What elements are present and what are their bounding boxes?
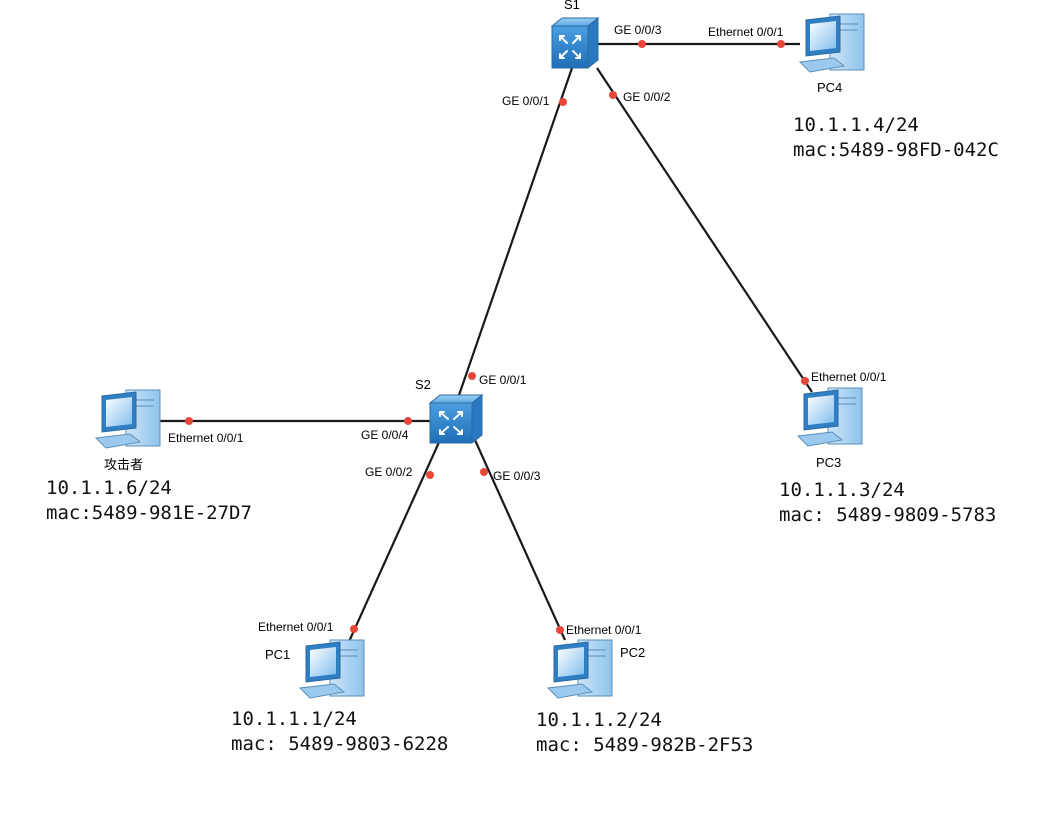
link-s2-pc1 bbox=[345, 439, 442, 647]
port-dots bbox=[185, 40, 809, 634]
port-dot-s2-ge1 bbox=[468, 372, 476, 380]
pc3-label: PC3 bbox=[816, 455, 842, 470]
pc1-info: 10.1.1.1/24 mac: 5489-9803-6228 bbox=[231, 707, 448, 757]
port-dot-pc4-eth bbox=[777, 40, 785, 48]
pc1-eth-label: Ethernet 0/0/1 bbox=[258, 620, 334, 634]
link-s1-pc3 bbox=[596, 67, 813, 393]
attacker-label: 攻击者 bbox=[104, 457, 144, 472]
s1-ge2-label: GE 0/0/2 bbox=[623, 90, 671, 104]
pc2-info: 10.1.1.2/24 mac: 5489-982B-2F53 bbox=[536, 708, 753, 758]
attacker-info: 10.1.1.6/24 mac:5489-981E-27D7 bbox=[46, 476, 252, 526]
port-dot-pc2-eth bbox=[556, 626, 564, 634]
s2-ge1-label: GE 0/0/1 bbox=[479, 373, 527, 387]
attacker-eth-label: Ethernet 0/0/1 bbox=[168, 431, 244, 445]
pc3-ip: 10.1.1.3/24 bbox=[779, 479, 905, 501]
pc1-icon[interactable] bbox=[298, 639, 365, 699]
switch-s1-icon[interactable] bbox=[550, 16, 600, 70]
port-dot-s1-ge3 bbox=[638, 40, 646, 48]
pc3-eth-label: Ethernet 0/0/1 bbox=[811, 370, 887, 384]
pc3-icon[interactable] bbox=[796, 387, 863, 447]
pc4-mac: mac:5489-98FD-042C bbox=[793, 139, 999, 161]
s1-ge3-label: GE 0/0/3 bbox=[614, 23, 662, 37]
pc3-info: 10.1.1.3/24 mac: 5489-9809-5783 bbox=[779, 478, 996, 528]
pc4-eth-label: Ethernet 0/0/1 bbox=[708, 25, 784, 39]
links bbox=[160, 42, 813, 647]
switch-s2-icon[interactable] bbox=[428, 393, 484, 445]
port-dot-s2-ge2 bbox=[426, 471, 434, 479]
s1-label: S1 bbox=[564, 0, 580, 12]
port-dot-s1-ge1 bbox=[559, 98, 567, 106]
s2-label: S2 bbox=[415, 377, 431, 392]
port-dot-s1-ge2 bbox=[609, 91, 617, 99]
s2-ge2-label: GE 0/0/2 bbox=[365, 465, 413, 479]
pc1-label: PC1 bbox=[265, 647, 291, 662]
pc4-ip: 10.1.1.4/24 bbox=[793, 114, 919, 136]
link-s1-s2 bbox=[456, 67, 574, 399]
pc1-ip: 10.1.1.1/24 bbox=[231, 708, 357, 730]
port-dot-pc3-eth bbox=[801, 377, 809, 385]
attacker-mac: mac:5489-981E-27D7 bbox=[46, 502, 252, 524]
pc1-mac: mac: 5489-9803-6228 bbox=[231, 733, 449, 755]
pc4-label: PC4 bbox=[817, 80, 843, 95]
s2-ge3-label: GE 0/0/3 bbox=[493, 469, 541, 483]
s2-ge4-label: GE 0/0/4 bbox=[361, 428, 409, 442]
port-dot-attacker-eth bbox=[185, 417, 193, 425]
s1-ge1-label: GE 0/0/1 bbox=[502, 94, 550, 108]
link-s2-pc2 bbox=[473, 439, 567, 641]
port-dot-s2-ge4 bbox=[404, 417, 412, 425]
pc4-icon[interactable] bbox=[798, 13, 865, 73]
port-dot-s2-ge3 bbox=[480, 468, 488, 476]
pc2-icon[interactable] bbox=[546, 639, 613, 699]
pc4-info: 10.1.1.4/24 mac:5489-98FD-042C bbox=[793, 113, 999, 163]
pc2-mac: mac: 5489-982B-2F53 bbox=[536, 734, 754, 756]
pc2-label: PC2 bbox=[620, 645, 646, 660]
port-dot-pc1-eth bbox=[350, 625, 358, 633]
pc2-eth-label: Ethernet 0/0/1 bbox=[566, 623, 642, 637]
pc3-mac: mac: 5489-9809-5783 bbox=[779, 504, 997, 526]
pc2-ip: 10.1.1.2/24 bbox=[536, 709, 662, 731]
attacker-ip: 10.1.1.6/24 bbox=[46, 477, 172, 499]
attacker-pc-icon[interactable] bbox=[94, 389, 161, 449]
